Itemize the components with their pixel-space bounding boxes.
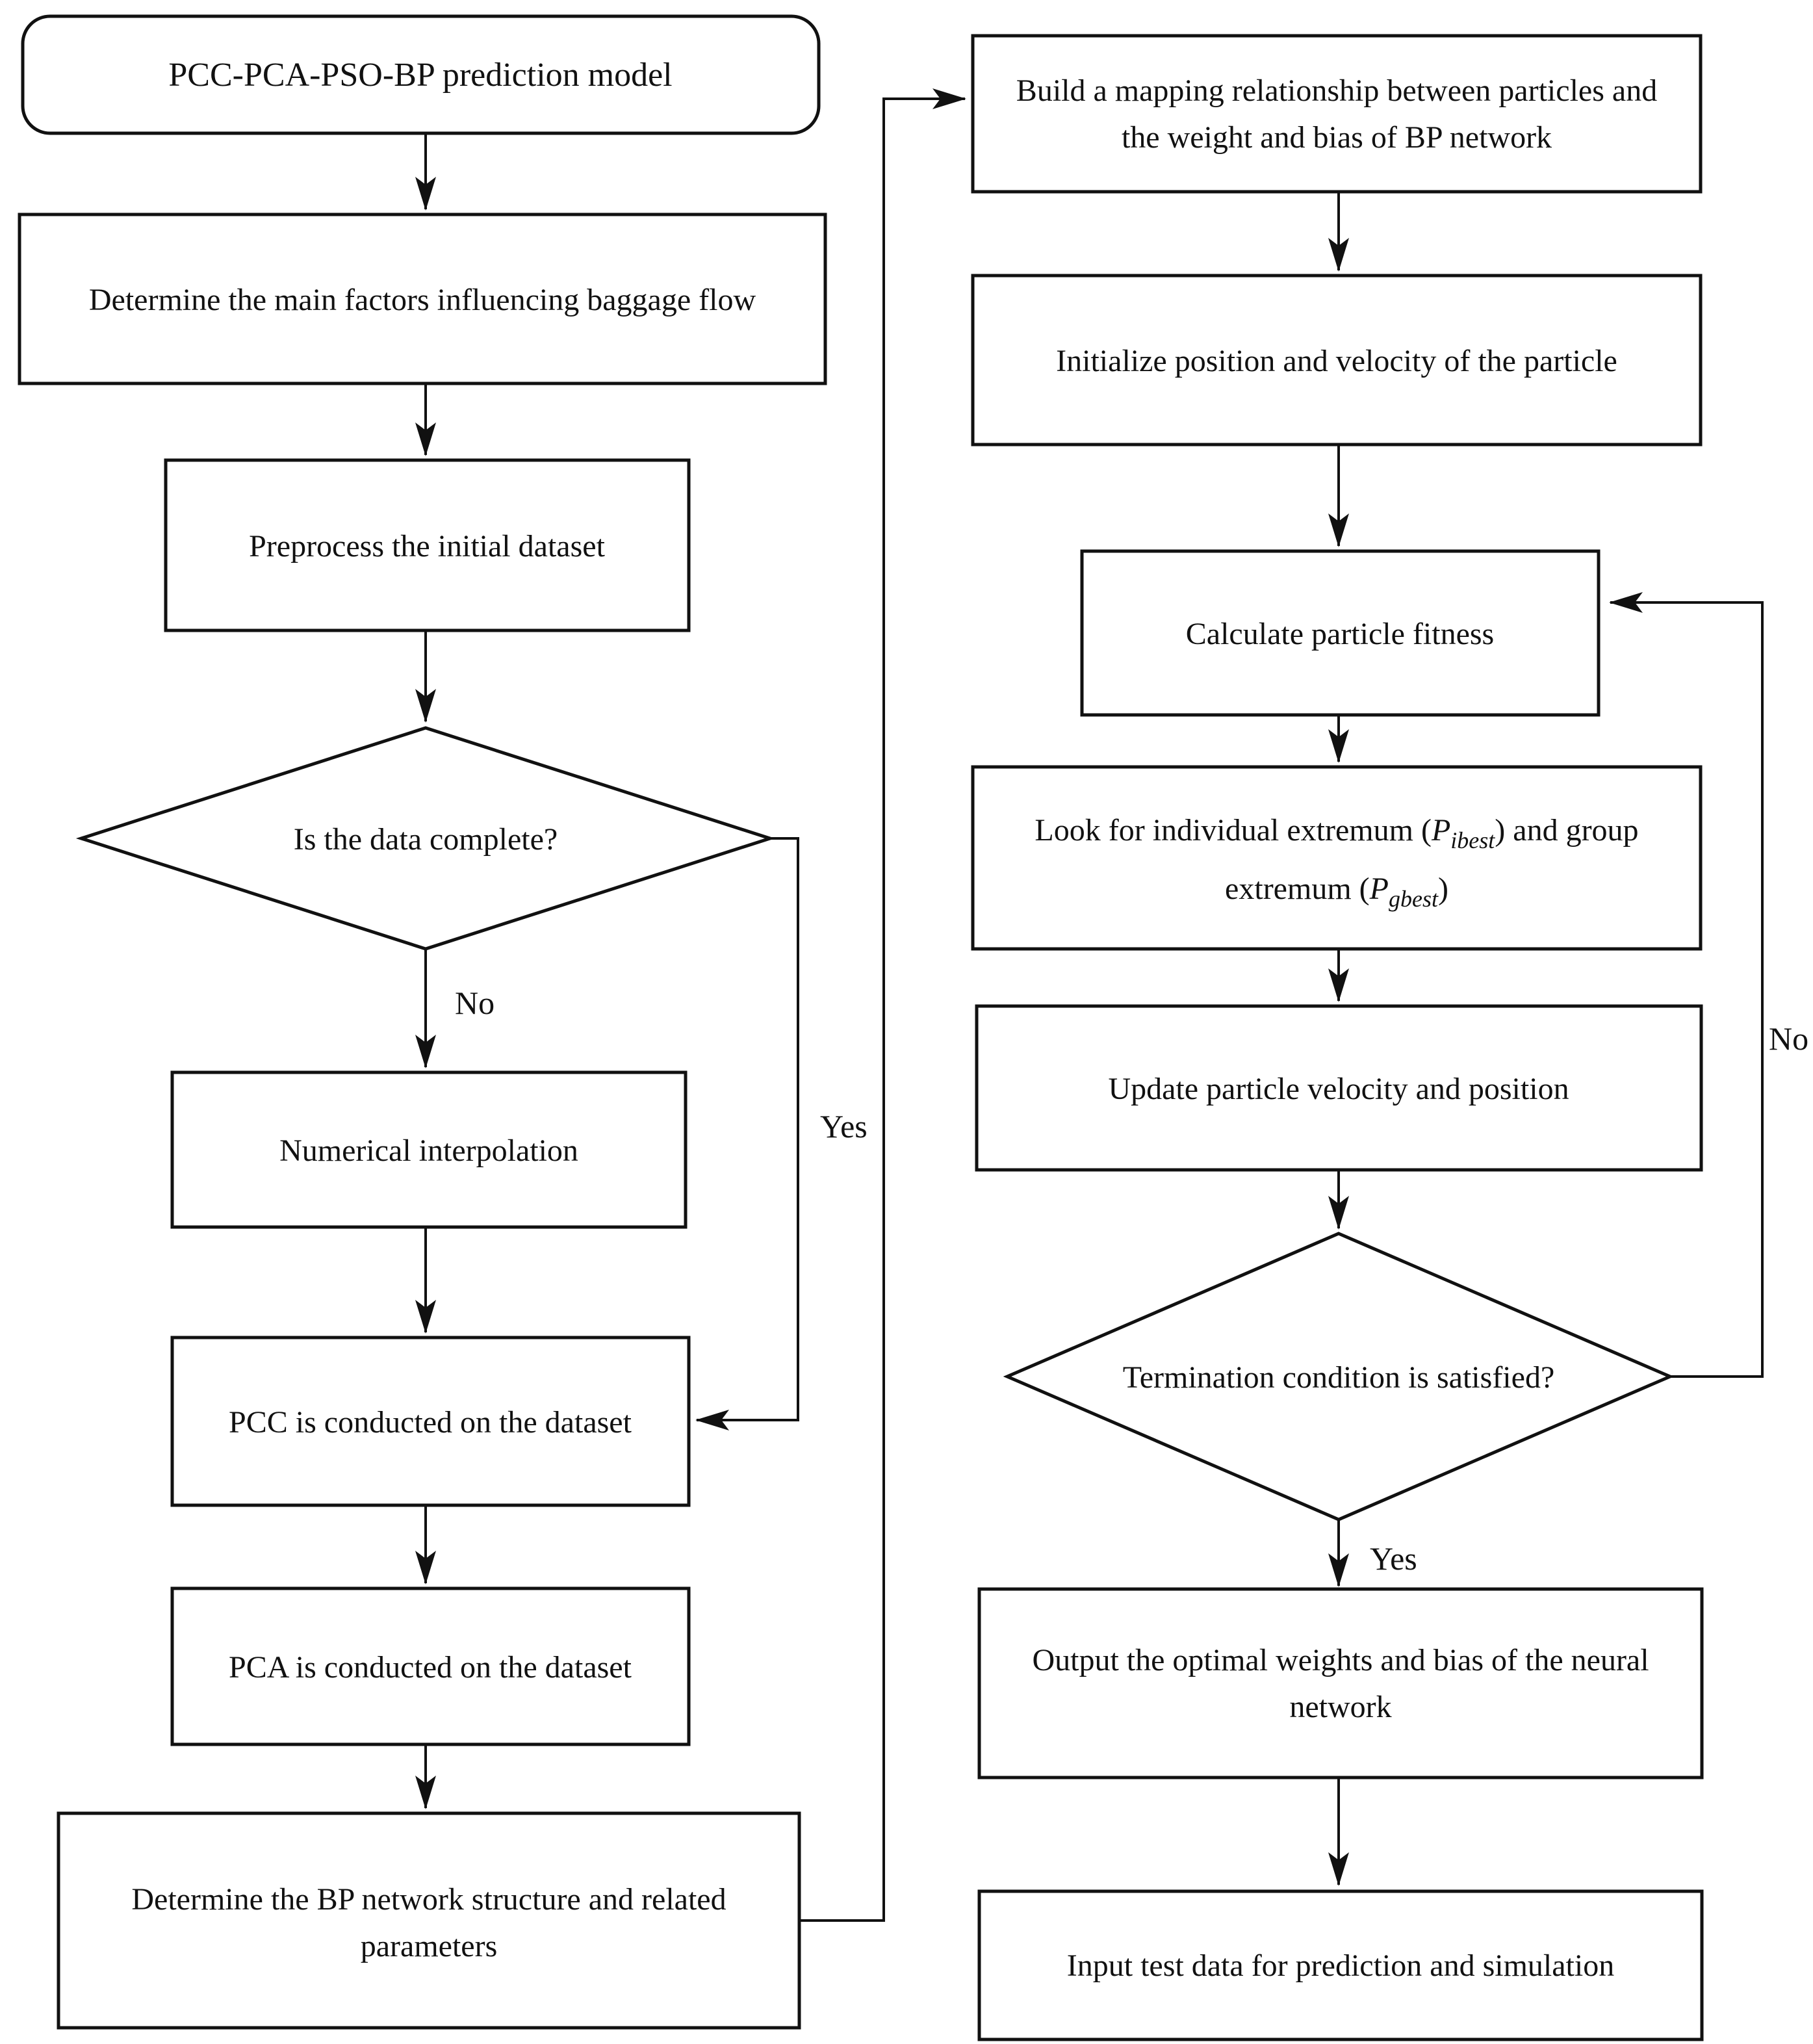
determine-factors-node (18, 213, 827, 385)
edge-yes-to-pcc (695, 837, 799, 1430)
pca-label: PCA is conducted on the dataset (229, 1650, 632, 1685)
update-label: Update particle velocity and position (1108, 1072, 1569, 1106)
numerical-interpolation-label: Numerical interpolation (279, 1133, 578, 1168)
start-node-label: PCC-PCA-PSO-BP prediction model (168, 57, 672, 94)
determine-bp-label-line2: parameters (361, 1929, 498, 1963)
preprocess-label: Preprocess the initial dataset (249, 529, 605, 563)
extremum-line2-prefix: extremum ( (1225, 872, 1370, 906)
label-no-right: No (1769, 1020, 1808, 1057)
start-node (21, 14, 821, 135)
calculate-fitness-node (1080, 549, 1601, 717)
extremum-line1-prefix: Look for individual extremum ( (1035, 813, 1432, 847)
label-yes-left: Yes (820, 1108, 868, 1145)
output-label-line1: Output the optimal weights and bias of t… (1032, 1643, 1649, 1677)
extremum-line1-suffix: ) and group (1495, 813, 1638, 847)
pca-node (170, 1586, 691, 1746)
output-label-line2: network (1289, 1690, 1391, 1724)
input-test-node (977, 1889, 1704, 2041)
initialize-node (971, 274, 1703, 446)
initialize-label: Initialize position and velocity of the … (1056, 344, 1617, 378)
edge-no-loop (1609, 592, 1764, 1378)
extremum-sub2: gbest (1389, 886, 1439, 912)
input-test-label: Input test data for prediction and simul… (1067, 1948, 1614, 1983)
determine-bp-label-line1: Determine the BP network structure and r… (131, 1882, 726, 1917)
decision-termination-label: Termination condition is satisfied? (1123, 1360, 1555, 1395)
extremum-node (971, 765, 1703, 951)
pcc-node (170, 1336, 691, 1507)
label-no-left: No (455, 985, 495, 1021)
numerical-interpolation-node (170, 1070, 688, 1229)
build-mapping-label-line2: the weight and bias of BP network (1122, 120, 1552, 155)
build-mapping-label-line1: Build a mapping relationship between par… (1016, 73, 1657, 108)
extremum-label-line2: extremum (Pgbest) (1225, 872, 1448, 912)
build-mapping-node (971, 34, 1703, 194)
extremum-p1: P (1431, 813, 1450, 847)
decision-data-complete-label: Is the data complete? (294, 822, 558, 857)
label-yes-right: Yes (1370, 1540, 1417, 1577)
extremum-label-line1: Look for individual extremum (Pibest) an… (1035, 813, 1638, 853)
preprocess-node (164, 458, 691, 632)
pcc-label: PCC is conducted on the dataset (229, 1405, 632, 1440)
update-node (975, 1004, 1703, 1172)
determine-factors-label: Determine the main factors influencing b… (89, 283, 756, 317)
output-node (977, 1587, 1704, 1779)
extremum-line2-suffix: ) (1438, 872, 1448, 906)
extremum-sub1: ibest (1450, 827, 1495, 853)
determine-bp-node (57, 1811, 801, 2030)
edge-bp-to-build-mapping (799, 88, 966, 1922)
calculate-fitness-label: Calculate particle fitness (1186, 617, 1494, 651)
extremum-p2: P (1369, 872, 1389, 906)
